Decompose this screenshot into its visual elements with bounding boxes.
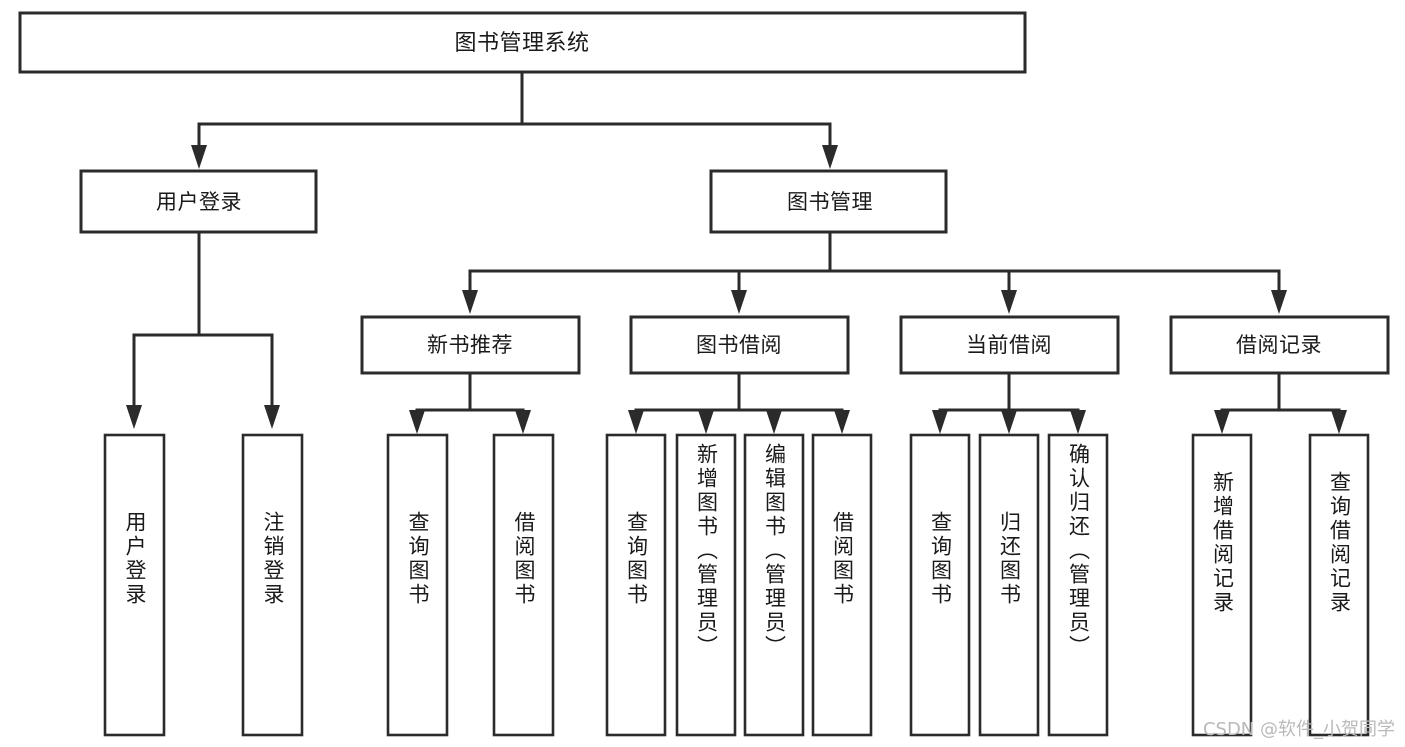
arrow-to-leaf-user-login — [126, 405, 142, 429]
connector-group-new-book-recommend — [409, 371, 531, 434]
arrow-to-leaf-query-book-3 — [932, 410, 948, 434]
node-book-borrow-box[interactable] — [629, 315, 850, 375]
node-book-borrow[interactable]: 图书借阅 — [629, 315, 850, 375]
arrow-to-leaf-query-book-1 — [409, 410, 425, 434]
csdn-watermark: CSDN @软件_小贺同学 — [1202, 719, 1395, 740]
leaf-box-query-book-3[interactable] — [909, 433, 971, 737]
arrow-to-leaf-add-book — [698, 410, 714, 434]
connector-group-borrow-record — [1214, 371, 1347, 434]
connector-group-book-borrow — [628, 371, 850, 434]
leaf-box-query-book-1[interactable] — [386, 433, 449, 737]
arrow-root-to-user-login — [191, 145, 207, 169]
node-book-manage[interactable]: 图书管理 — [709, 169, 948, 234]
leaf-box-confirm-return[interactable] — [1047, 433, 1109, 737]
arrow-to-leaf-confirm-return — [1070, 410, 1086, 434]
leaf-box-edit-book[interactable] — [743, 433, 805, 737]
arrow-to-leaf-add-record — [1214, 410, 1230, 434]
node-new-book-recommend-label: 新书推荐 — [427, 333, 513, 357]
arrow-to-leaf-edit-book — [766, 410, 782, 434]
arrow-to-new-book-recommend — [462, 290, 478, 314]
connector-group-user-login — [126, 230, 280, 429]
connector-group-book-manage — [462, 230, 1287, 314]
arrow-to-leaf-borrow-book-1 — [515, 410, 531, 434]
node-book-manage-label: 图书管理 — [787, 190, 873, 214]
node-borrow-record[interactable]: 借阅记录 — [1169, 315, 1390, 375]
leaf-box-logout[interactable] — [241, 433, 304, 737]
leaf-box-query-record[interactable] — [1308, 433, 1370, 737]
node-root-label: 图书管理系统 — [454, 31, 589, 56]
node-current-borrow-label: 当前借阅 — [966, 333, 1052, 357]
connector-group-root — [191, 70, 838, 169]
node-current-borrow-box[interactable] — [899, 315, 1120, 375]
node-borrow-record-box[interactable] — [1169, 315, 1390, 375]
node-user-login[interactable]: 用户登录 — [79, 169, 318, 234]
leaf-box-borrow-book-1[interactable] — [492, 433, 555, 737]
arrow-to-leaf-query-record — [1331, 410, 1347, 434]
arrow-to-borrow-record — [1271, 290, 1287, 314]
arrow-to-book-borrow — [731, 290, 747, 314]
arrow-to-current-borrow — [1001, 290, 1017, 314]
leaf-box-borrow-book-2[interactable] — [811, 433, 873, 737]
node-new-book-recommend-box[interactable] — [360, 315, 581, 375]
node-new-book-recommend[interactable]: 新书推荐 — [360, 315, 581, 375]
leaf-box-add-record[interactable] — [1191, 433, 1253, 737]
node-book-manage-box[interactable] — [709, 169, 948, 234]
arrow-to-leaf-return-book — [1001, 410, 1017, 434]
arrow-to-leaf-query-book-2 — [628, 410, 644, 434]
leaf-box-query-book-2[interactable] — [605, 433, 667, 737]
node-borrow-record-label: 借阅记录 — [1236, 333, 1322, 357]
arrow-to-leaf-borrow-book-2 — [834, 410, 850, 434]
leaf-box-return-book[interactable] — [978, 433, 1040, 737]
arrow-root-to-book-manage — [822, 145, 838, 169]
node-user-login-box[interactable] — [79, 169, 318, 234]
leaf-box-user-login[interactable] — [103, 433, 166, 737]
node-book-borrow-label: 图书借阅 — [696, 333, 782, 357]
node-root[interactable]: 图书管理系统 — [18, 11, 1027, 74]
node-user-login-label: 用户登录 — [156, 190, 242, 214]
arrow-to-leaf-logout — [264, 405, 280, 429]
leaf-box-add-book[interactable] — [675, 433, 737, 737]
node-root-box[interactable] — [18, 11, 1027, 74]
node-current-borrow[interactable]: 当前借阅 — [899, 315, 1120, 375]
connector-group-current-borrow — [932, 371, 1086, 434]
leaf-boxes — [103, 433, 1370, 737]
